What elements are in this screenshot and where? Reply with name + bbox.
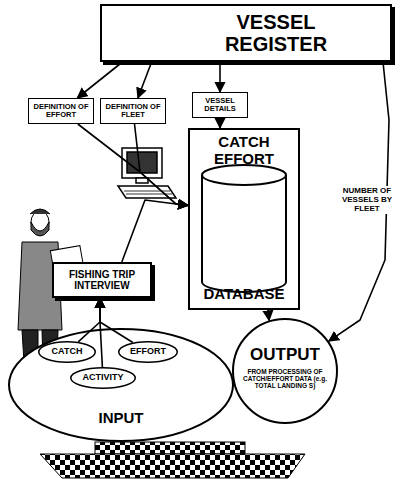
database-cylinder <box>202 165 286 292</box>
flow-arrow <box>268 310 269 320</box>
details-box: VESSEL DETAILS <box>192 92 248 118</box>
interview-box: FISHING TRIP INTERVIEW <box>52 262 152 298</box>
flow-arrow <box>219 118 221 128</box>
definition-box: DEFINITION OF FLEET <box>100 98 166 124</box>
flow-arrow <box>100 298 102 367</box>
node-heading: INPUT <box>99 410 144 427</box>
input-oval: ACTIVITY <box>70 367 136 389</box>
definition-box: DEFINITION OF EFFORT <box>28 98 94 124</box>
flow-arrow <box>78 124 188 205</box>
input-oval: EFFORT <box>118 341 178 363</box>
node-body: FROM PROCESSING OF CATCH/EFFORT DATA (e.… <box>243 368 327 389</box>
node-heading: ACTIVITY <box>82 373 123 383</box>
node-heading: FISHING TRIP INTERVIEW <box>56 269 148 291</box>
database-box: CATCH EFFORT DATABASE <box>188 128 300 310</box>
computer-icon <box>118 148 176 198</box>
node-heading: CATCH EFFORT <box>198 134 290 167</box>
node-heading: DEFINITION OF FLEET <box>102 103 164 120</box>
node-body: DATABASE <box>203 286 284 303</box>
flow-arrow <box>138 62 152 98</box>
flow-arrow <box>122 200 188 262</box>
flow-arrow <box>135 124 189 205</box>
output-circle: OUTPUT FROM PROCESSING OF CATCH/EFFORT DA… <box>232 318 338 424</box>
node-heading: EFFORT <box>130 347 166 357</box>
flow-arrow <box>77 62 122 98</box>
node-heading: VESSEL REGISTER <box>201 11 351 55</box>
node-heading: VESSEL DETAILS <box>194 97 246 114</box>
register-box: VESSEL REGISTER <box>100 4 392 62</box>
input-oval: CATCH <box>38 341 96 363</box>
edge-label: NUMBER OF VESSELS BY FLEET <box>338 186 396 214</box>
node-heading: DEFINITION OF EFFORT <box>30 103 92 120</box>
flow-arrow <box>78 298 100 342</box>
node-heading: OUTPUT <box>250 346 320 365</box>
node-heading: CATCH <box>52 347 83 357</box>
flow-arrow <box>219 62 221 92</box>
input-ellipse: INPUT CATCH ACTIVITY EFFORT <box>8 328 234 442</box>
flow-arrow <box>100 298 133 343</box>
